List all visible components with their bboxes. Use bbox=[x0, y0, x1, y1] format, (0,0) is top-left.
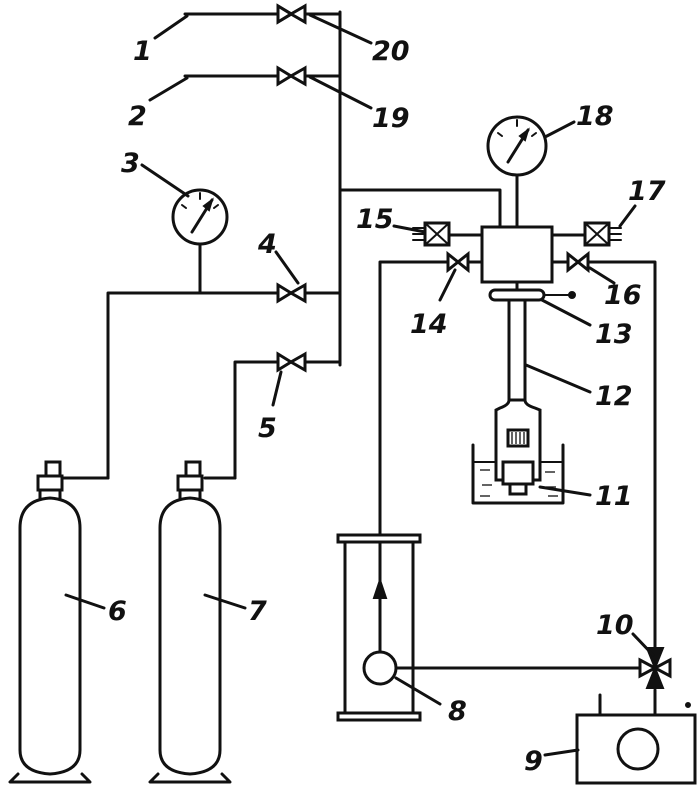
label-8: 8 bbox=[448, 696, 467, 727]
label-14: 14 bbox=[410, 309, 448, 340]
label-10: 10 bbox=[596, 610, 634, 641]
label-3: 3 bbox=[121, 148, 140, 179]
gas-cylinder-7 bbox=[148, 460, 232, 784]
pump-9 bbox=[575, 693, 697, 785]
seal-13 bbox=[488, 280, 576, 302]
label-6: 6 bbox=[108, 596, 127, 627]
sensor-17 bbox=[550, 221, 622, 247]
label-4: 4 bbox=[257, 229, 277, 260]
label-15: 15 bbox=[356, 204, 394, 235]
gas-cylinder-6 bbox=[8, 460, 92, 784]
label-9: 9 bbox=[524, 746, 543, 777]
liquid-bath-11 bbox=[471, 428, 565, 505]
label-5: 5 bbox=[258, 413, 277, 444]
sensor-15 bbox=[412, 221, 484, 247]
label-1: 1 bbox=[133, 36, 152, 67]
pressure-gauge-18 bbox=[486, 115, 548, 229]
circulation-loop bbox=[372, 260, 657, 717]
valve-10 bbox=[638, 647, 672, 689]
capillary-tube-12 bbox=[494, 298, 542, 482]
valve-14 bbox=[446, 250, 470, 274]
column-8 bbox=[336, 533, 422, 722]
label-17: 17 bbox=[628, 176, 666, 207]
valve-4 bbox=[276, 282, 307, 304]
label-20: 20 bbox=[372, 36, 410, 67]
valve-19 bbox=[276, 65, 307, 87]
pressure-gauge-3 bbox=[171, 188, 229, 246]
valve-20 bbox=[276, 3, 307, 25]
valve-16 bbox=[566, 250, 590, 274]
gas-manifold bbox=[58, 10, 502, 480]
leader-lines bbox=[64, 13, 655, 757]
number-labels: 1 2 3 4 5 6 7 8 9 10 11 12 13 14 15 16 1… bbox=[108, 36, 666, 777]
label-11: 11 bbox=[595, 481, 633, 512]
label-18: 18 bbox=[576, 101, 614, 132]
label-12: 12 bbox=[595, 381, 633, 412]
label-19: 19 bbox=[372, 103, 410, 134]
label-13: 13 bbox=[595, 319, 633, 350]
pressure-chamber bbox=[480, 225, 554, 284]
label-16: 16 bbox=[604, 280, 642, 311]
label-7: 7 bbox=[248, 596, 267, 627]
valve-5 bbox=[276, 351, 307, 373]
label-2: 2 bbox=[128, 101, 147, 132]
